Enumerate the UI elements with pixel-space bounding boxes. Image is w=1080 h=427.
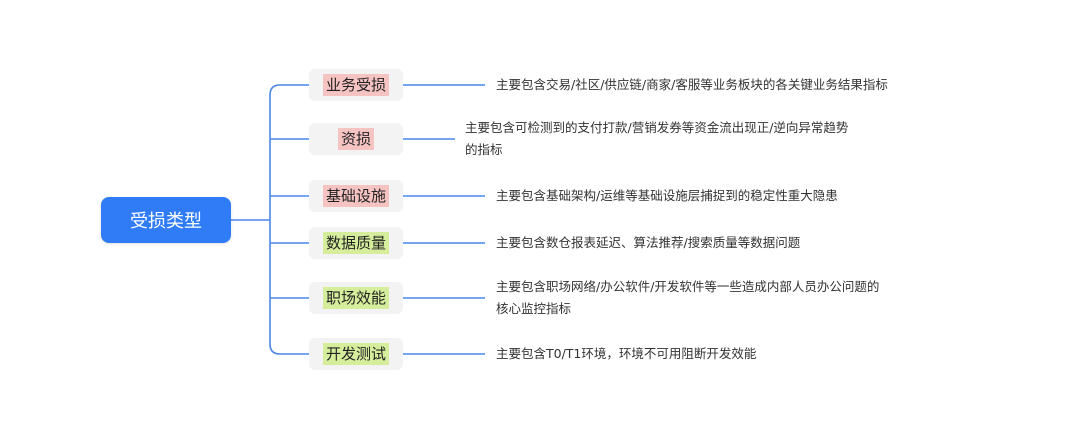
- category-label: 职场效能: [322, 287, 389, 309]
- category-description: 主要包含T0/T1环境，环境不可用阻断开发效能: [496, 343, 756, 365]
- category-label: 资损: [337, 128, 374, 150]
- description-line: 主要包含可检测到的支付打款/营销发券等资金流出现正/逆向异常趋势: [465, 120, 849, 135]
- category-label: 开发测试: [322, 343, 389, 365]
- category-node: 开发测试: [309, 338, 403, 370]
- category-description: 主要包含基础架构/运维等基础设施层捕捉到的稳定性重大隐患: [496, 185, 838, 207]
- category-description: 主要包含职场网络/办公软件/开发软件等一些造成内部人员办公问题的 核心监控指标: [496, 276, 879, 320]
- category-node: 资损: [309, 123, 403, 155]
- description-line: 主要包含交易/社区/供应链/商家/客服等业务板块的各关键业务结果指标: [496, 77, 888, 92]
- description-line: 的指标: [465, 142, 503, 157]
- category-node: 数据质量: [309, 227, 403, 259]
- root-node: 受损类型: [101, 197, 231, 243]
- category-node: 业务受损: [309, 69, 403, 101]
- description-line: 主要包含数仓报表延迟、算法推荐/搜索质量等数据问题: [496, 235, 801, 250]
- description-line: 核心监控指标: [496, 301, 572, 316]
- description-line: 主要包含T0/T1环境，环境不可用阻断开发效能: [496, 346, 757, 361]
- branch-line: [269, 84, 309, 96]
- category-label: 业务受损: [322, 74, 389, 96]
- category-description: 主要包含数仓报表延迟、算法推荐/搜索质量等数据问题: [496, 232, 800, 254]
- description-line: 主要包含职场网络/办公软件/开发软件等一些造成内部人员办公问题的: [496, 279, 880, 294]
- category-label: 数据质量: [322, 232, 389, 254]
- category-node: 职场效能: [309, 282, 403, 314]
- category-label: 基础设施: [322, 185, 389, 207]
- description-line: 主要包含基础架构/运维等基础设施层捕捉到的稳定性重大隐患: [496, 188, 838, 203]
- category-description: 主要包含交易/社区/供应链/商家/客服等业务板块的各关键业务结果指标: [496, 74, 888, 96]
- root-label: 受损类型: [130, 211, 202, 232]
- category-description: 主要包含可检测到的支付打款/营销发券等资金流出现正/逆向异常趋势 的指标: [465, 117, 848, 161]
- branch-line: [269, 343, 309, 355]
- category-node: 基础设施: [309, 180, 403, 212]
